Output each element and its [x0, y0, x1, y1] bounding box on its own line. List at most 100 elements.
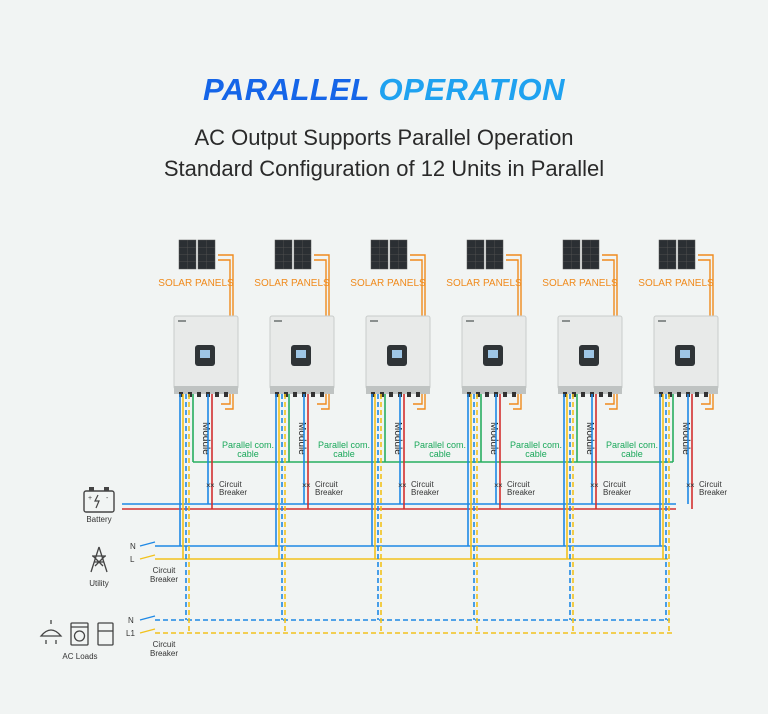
inverter-logo	[562, 320, 570, 322]
terminal-connector	[371, 392, 375, 397]
inverter-screen	[488, 350, 498, 358]
circuit-breaker-label-1: Circuit	[699, 480, 722, 489]
module-label: Module	[296, 422, 307, 455]
inverter-unit-4: SOLAR PANELSModule××CircuitBreakerParall…	[446, 239, 562, 633]
terminal-connector	[284, 392, 288, 397]
circuit-breaker-label-2: Breaker	[219, 488, 247, 497]
terminal-connector	[467, 392, 471, 397]
module-label: Module	[680, 422, 691, 455]
inverter-terminal-strip	[654, 386, 718, 394]
circuit-breaker-label-1: Circuit	[219, 480, 242, 489]
battery-label: Battery	[86, 515, 111, 524]
loads-l1-label: L1	[126, 629, 135, 638]
parallel-cable-label-1: Parallel com.	[222, 440, 274, 450]
terminal-connector	[224, 392, 228, 397]
terminal-connector	[476, 392, 480, 397]
battery-icon: + -	[83, 487, 115, 513]
subtitle-line-2: Standard Configuration of 12 Units in Pa…	[163, 156, 605, 181]
solar-panels-label: SOLAR PANELS	[158, 278, 234, 289]
terminal-connector	[389, 392, 393, 397]
breaker-mark: ×	[306, 481, 311, 490]
module-label: Module	[488, 422, 499, 455]
solar-panels-label: SOLAR PANELS	[350, 278, 426, 289]
parallel-cable-label-2: cable	[237, 449, 259, 459]
circuit-breaker-label-1: Circuit	[411, 480, 434, 489]
terminal-connector	[503, 392, 507, 397]
parallel-cable-label-1: Parallel com.	[510, 440, 562, 450]
breaker-mark: ×	[594, 481, 599, 490]
terminal-connector	[695, 392, 699, 397]
utility-l-label: L	[130, 555, 135, 564]
terminal-connector	[608, 392, 612, 397]
breaker-mark: ×	[206, 481, 211, 490]
parallel-cable-label-1: Parallel com.	[606, 440, 658, 450]
terminal-connector	[677, 392, 681, 397]
terminal-connector	[581, 392, 585, 397]
solar-panels-label: SOLAR PANELS	[542, 278, 618, 289]
inverter-logo	[178, 320, 186, 322]
utility-tower-icon	[90, 546, 108, 573]
parallel-cable-label-2: cable	[333, 449, 355, 459]
inverter-terminal-strip	[366, 386, 430, 394]
terminal-connector	[320, 392, 324, 397]
breaker-mark: ×	[690, 481, 695, 490]
circuit-breaker-label-1: Circuit	[315, 480, 338, 489]
breaker-mark: ×	[494, 481, 499, 490]
ac-loads-icon	[39, 620, 114, 646]
terminal-connector	[293, 392, 297, 397]
inverter-screen	[200, 350, 210, 358]
loads-n-label: N	[128, 616, 134, 625]
terminal-connector	[485, 392, 489, 397]
subtitle-line-1: AC Output Supports Parallel Operation	[194, 125, 574, 150]
page-title: PARALLEL OPERATION	[0, 72, 768, 108]
parallel-cable-label-2: cable	[429, 449, 451, 459]
inverter-logo	[658, 320, 666, 322]
inverter-screen	[680, 350, 690, 358]
svg-text:+: +	[88, 495, 92, 502]
breaker-mark: ×	[302, 481, 307, 490]
inverter-screen	[584, 350, 594, 358]
breaker-mark: ×	[686, 481, 691, 490]
circuit-breaker-label-1: Circuit	[507, 480, 530, 489]
inverter-screen	[296, 350, 306, 358]
utility-label: Utility	[89, 579, 109, 588]
utility-breaker-label-2: Breaker	[150, 575, 178, 584]
terminal-connector	[179, 392, 183, 397]
utility-breaker: N L Circuit Breaker	[130, 541, 178, 584]
breaker-mark: ×	[402, 481, 407, 490]
terminal-connector	[416, 392, 420, 397]
inverter-logo	[466, 320, 474, 322]
circuit-breaker-label-2: Breaker	[507, 488, 535, 497]
circuit-breaker-label-2: Breaker	[411, 488, 439, 497]
utility-n-label: N	[130, 542, 136, 551]
breaker-mark: ×	[590, 481, 595, 490]
title-word-2: OPERATION	[378, 72, 566, 107]
circuit-breaker-label-2: Breaker	[603, 488, 631, 497]
module-label: Module	[584, 422, 595, 455]
terminal-connector	[380, 392, 384, 397]
parallel-cable-label-1: Parallel com.	[318, 440, 370, 450]
terminal-connector	[275, 392, 279, 397]
terminal-connector	[563, 392, 567, 397]
terminal-connector	[215, 392, 219, 397]
inverter-screen	[392, 350, 402, 358]
module-label: Module	[200, 422, 211, 455]
terminal-connector	[512, 392, 516, 397]
inverter-unit-3: SOLAR PANELSModule××CircuitBreakerParall…	[350, 239, 466, 633]
inverter-terminal-strip	[462, 386, 526, 394]
title-word-1: PARALLEL	[202, 72, 370, 107]
terminal-connector	[704, 392, 708, 397]
module-label: Module	[392, 422, 403, 455]
loads-breaker: N L1 Circuit Breaker	[126, 615, 178, 658]
solar-panels-label: SOLAR PANELS	[254, 278, 330, 289]
svg-text:-: -	[106, 495, 109, 502]
inverter-terminal-strip	[270, 386, 334, 394]
solar-panels-label: SOLAR PANELS	[638, 278, 714, 289]
ac-loads-label: AC Loads	[62, 652, 97, 661]
inverter-unit-2: SOLAR PANELSModule××CircuitBreakerParall…	[254, 239, 370, 633]
loads-breaker-label-1: Circuit	[153, 640, 176, 649]
circuit-breaker-label-1: Circuit	[603, 480, 626, 489]
